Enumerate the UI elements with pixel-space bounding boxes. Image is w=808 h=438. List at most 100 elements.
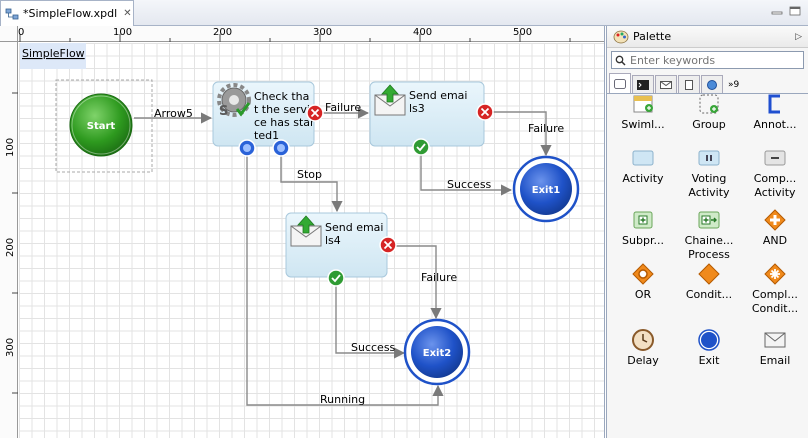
success-boundary-icon[interactable]	[412, 138, 430, 156]
palette-item-or-gateway[interactable]: OR	[611, 262, 675, 302]
email-tab-icon	[660, 80, 672, 89]
task-check-line4: ted1	[254, 129, 279, 142]
vertical-ruler: 100 200 300	[0, 42, 18, 438]
palette-item-label: Subpr...	[622, 234, 664, 247]
horizontal-ruler-ticks: 0 100 200 300 400 500	[18, 27, 571, 42]
v-tick-100: 100	[5, 138, 16, 157]
palette-header: Palette ▷	[607, 26, 808, 48]
palette-item-label: AND	[762, 234, 788, 247]
more-tabs-indicator[interactable]: »9	[728, 80, 740, 90]
palette-item-delay[interactable]: Delay	[611, 328, 675, 368]
task-check-line2: t the servi	[254, 103, 310, 116]
tab-simpleflow[interactable]: *SimpleFlow.xpdl ✕	[0, 0, 134, 26]
vertical-ruler-ticks: 100 200 300	[5, 92, 18, 394]
start-event[interactable]: Start	[69, 93, 133, 157]
palette-item-label: Comp... Activity	[753, 172, 797, 199]
palette-item-complex-conditional[interactable]: Compl... Condit...	[743, 262, 807, 316]
tab-script[interactable]	[632, 75, 654, 93]
palette-item-label: Annot...	[753, 118, 797, 131]
compensation-activity-icon	[764, 150, 786, 166]
exit-event-2[interactable]: Exit2	[403, 318, 471, 386]
tab-web-service[interactable]	[701, 75, 723, 93]
palette-item-label: OR	[634, 288, 652, 301]
close-icon[interactable]: ✕	[123, 8, 132, 19]
h-tick-100: 100	[113, 27, 132, 38]
activity-tab-icon	[614, 78, 626, 89]
search-icon	[615, 55, 626, 66]
edge-label-success-send4: Success	[351, 341, 396, 354]
task-check-line3: ce has star	[254, 116, 315, 129]
edge-label-stop: Stop	[297, 168, 322, 181]
email-send-icon	[374, 84, 406, 116]
palette-item-subprocess[interactable]: Subpr...	[611, 208, 675, 248]
palette-item-compensation-activity[interactable]: Comp... Activity	[743, 146, 807, 200]
palette-item-voting-activity[interactable]: Voting Activity	[677, 146, 741, 200]
exit2-label: Exit2	[423, 348, 451, 359]
error-boundary-icon[interactable]	[306, 104, 324, 122]
palette-item-and-gateway[interactable]: AND	[743, 208, 807, 248]
success-boundary-icon[interactable]	[327, 269, 345, 287]
tab-label: *SimpleFlow.xpdl	[23, 7, 118, 20]
signal-boundary-icon[interactable]	[272, 139, 290, 157]
edge-success-send3	[420, 148, 513, 196]
complex-conditional-icon	[764, 263, 786, 285]
h-tick-0: 0	[18, 27, 24, 38]
pool-header[interactable]	[20, 43, 86, 69]
palette-item-label: Group	[692, 118, 726, 131]
start-label: Start	[87, 121, 116, 132]
palette-search	[611, 51, 804, 69]
web-service-tab-icon	[707, 79, 717, 90]
annotation-icon	[768, 94, 780, 114]
palette-item-group[interactable]: Group	[677, 92, 741, 132]
svg-text:S: S	[219, 104, 228, 119]
palette-item-chained-process[interactable]: Chaine... Process	[677, 208, 741, 262]
collapse-palette-icon[interactable]: ▷	[795, 31, 802, 42]
start-selection-box	[55, 79, 153, 173]
task-send-emails4[interactable]: Send emai ls4	[285, 212, 388, 278]
h-tick-300: 300	[313, 27, 332, 38]
task-send4-line1: Send emai	[325, 221, 383, 234]
edge-label-failure-send3: Failure	[528, 122, 564, 135]
palette-item-label: Swiml...	[621, 118, 665, 131]
palette-item-annotation[interactable]: Annot...	[743, 92, 807, 132]
tab-activities[interactable]	[609, 73, 631, 93]
palette-item-activity[interactable]: Activity	[611, 146, 675, 186]
palette-item-email[interactable]: Email	[743, 328, 807, 368]
h-tick-200: 200	[213, 27, 232, 38]
signal-boundary-icon[interactable]	[238, 139, 256, 157]
group-icon	[699, 94, 719, 114]
pool-label: SimpleFlow	[22, 47, 85, 60]
palette-item-label: Condit...	[685, 288, 733, 301]
palette-item-swimlane[interactable]: Swiml...	[611, 92, 675, 132]
palette-item-label: Compl... Condit...	[751, 288, 799, 315]
error-boundary-icon[interactable]	[476, 103, 494, 121]
tab-email[interactable]	[655, 75, 677, 93]
palette-item-label: Delay	[627, 354, 659, 367]
task-send-emails3[interactable]: Send emai ls3	[369, 81, 485, 147]
process-file-icon	[5, 8, 19, 19]
palette-item-exit[interactable]: Exit	[677, 328, 741, 368]
palette-item-label: Chaine... Process	[684, 234, 734, 261]
exit-event-1[interactable]: Exit1	[512, 155, 580, 223]
minimize-icon[interactable]	[770, 5, 784, 17]
tab-document[interactable]	[678, 75, 700, 93]
palette-panel: Palette ▷ »9	[606, 26, 808, 438]
and-gateway-icon	[764, 209, 786, 231]
swimlane-icon	[633, 95, 653, 113]
task-check-line1: Check tha	[254, 90, 309, 103]
edge-label-arrow5: Arrow5	[154, 107, 193, 120]
maximize-icon[interactable]	[788, 5, 802, 17]
process-diagram: SimpleFlow Start Arrow5 Failure Failure …	[20, 43, 580, 406]
or-gateway-icon	[632, 263, 654, 285]
edge-failure-send3	[491, 111, 552, 157]
h-tick-400: 400	[413, 27, 432, 38]
task-check-service[interactable]: S Check tha t the servi ce has star ted1	[212, 81, 315, 147]
edge-label-failure-check: Failure	[325, 101, 361, 114]
edge-label-failure-send4: Failure	[421, 271, 457, 284]
horizontal-ruler: 0 100 200 300 400 500	[18, 26, 604, 42]
edge-running	[246, 148, 444, 406]
palette-item-conditional[interactable]: Condit...	[677, 262, 741, 302]
error-boundary-icon[interactable]	[379, 236, 397, 254]
palette-search-input[interactable]	[630, 53, 800, 67]
subprocess-icon	[633, 211, 653, 229]
